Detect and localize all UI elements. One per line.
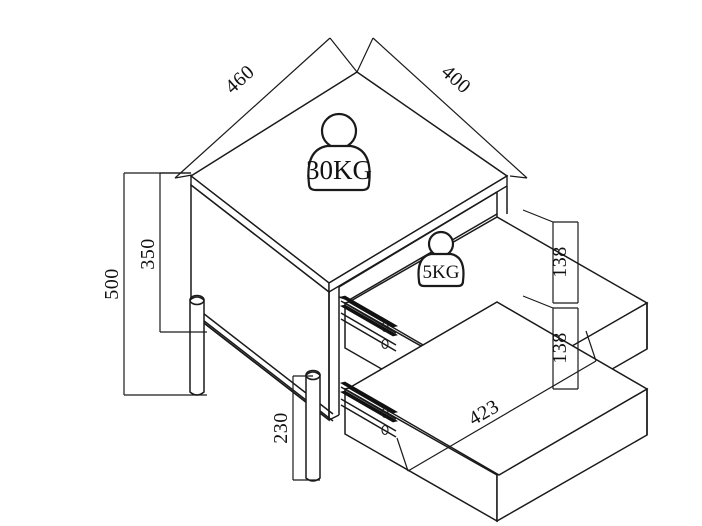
load-badge-30kg: 30KG [306,112,372,192]
dimension-138-upper-group: 138 [522,209,579,304]
dimension-400-witness-right [509,175,528,179]
dimension-138-upper-leader [522,209,554,223]
dimension-400-line [372,37,528,179]
dimension-400-witness-left [356,37,374,73]
load-badge-5kg-body [417,252,465,288]
dimension-460-line [174,37,331,179]
load-badge-30kg-text: 30KG [306,155,372,185]
load-badge-30kg-head [320,112,358,150]
dimension-350-text: 350 [137,238,159,270]
dimension-138-upper-text: 138 [549,246,571,278]
dimension-423-witness-right [585,330,597,362]
lower-rail-segment-a [339,381,399,414]
leg-front-left [189,294,205,396]
lower-drawer[interactable] [344,301,649,523]
dimension-400-text: 400 [437,61,475,98]
dimension-460-witness-left [174,174,193,179]
dimension-138-lower-text: 138 [549,332,571,364]
leg-front-center-body [305,371,321,482]
dimension-460-witness-right [329,37,358,73]
upper-rail-segment-b [339,304,399,337]
dimension-138-lower-leader [522,295,554,309]
leg-front-center [305,369,321,482]
dimension-230-group: 230 [270,375,320,481]
leg-front-center-top-cap [305,369,321,381]
lower-drawer-rim-left [344,387,350,390]
dimension-350-group: 350 [137,172,207,333]
dimension-230-text: 230 [270,412,292,444]
cabinet-carcass [328,186,508,420]
load-badge-5kg-text: 5KG [423,262,460,283]
upper-drawer-slide-rail [339,295,399,352]
lower-rail-segment-b [339,390,399,423]
load-badge-5kg-head [427,230,455,258]
upper-rail-roller-2 [381,338,389,350]
upper-rail-line-1 [340,300,397,334]
load-badge-5kg: 5KG [417,230,465,288]
upper-rail-roller-1 [381,321,389,333]
lower-rail-line-1 [340,386,397,420]
lower-rail-roller-1 [381,407,389,419]
leg-front-left-body [189,296,205,396]
carcass-interior-top-edge [338,191,498,288]
dimension-500-group: 500 [101,172,207,396]
upper-rail-line-3 [340,318,397,352]
dimension-423-witness-left [396,437,409,472]
dimension-460-text: 460 [221,61,259,98]
lower-drawer-slide-rail [339,381,399,438]
leg-front-left-top-cap [189,294,205,306]
dimension-423-line [407,360,597,472]
load-badge-30kg-body [307,144,371,192]
lower-rail-line-3 [340,404,397,438]
upper-rail-segment-a [339,295,399,328]
lower-rail-roller-2 [381,424,389,436]
dimension-500-text: 500 [101,268,123,300]
dimension-138-lower-group: 138 [522,295,579,390]
upper-drawer-rim-left [344,301,350,304]
